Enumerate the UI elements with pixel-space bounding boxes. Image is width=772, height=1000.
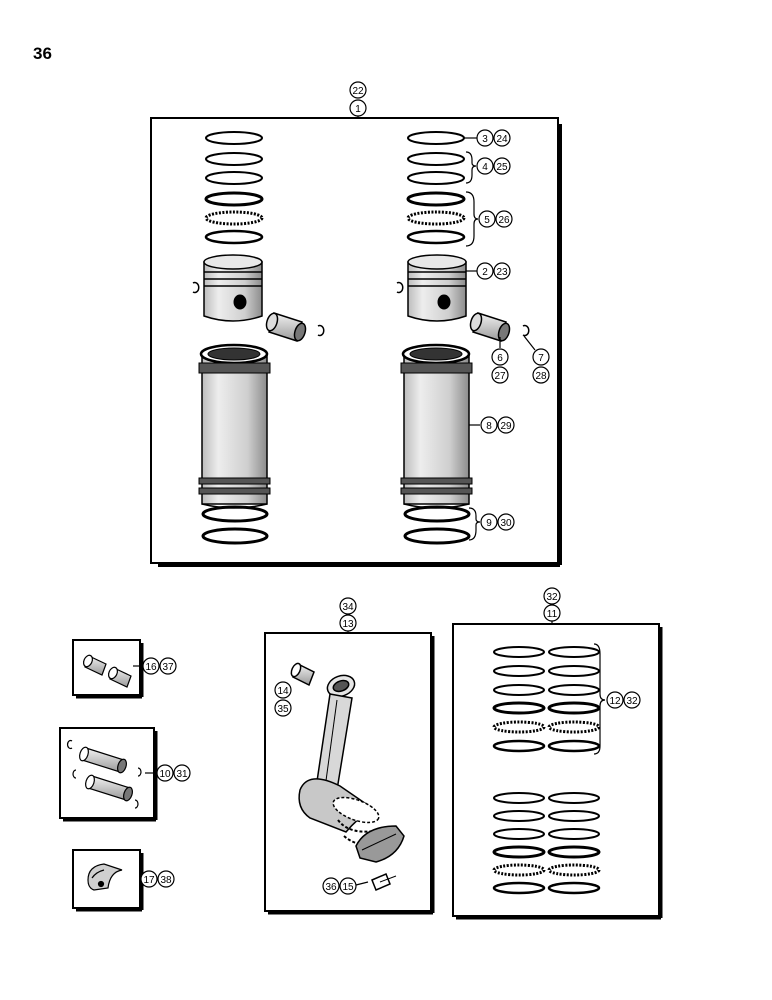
callout-32-top: 32 [546,592,558,603]
connecting-rod [290,662,405,891]
callout-2: 2 [482,267,488,278]
left-piston [192,254,263,322]
callout-37: 37 [162,662,174,673]
ring-set-brace [593,643,606,755]
bearing-box [72,849,144,912]
callout-32-side: 32 [626,696,638,707]
callout-30: 30 [500,518,512,529]
callout-28: 28 [535,371,547,382]
left-piston-rings [204,131,264,245]
right-cylinder-sleeve [400,343,473,509]
callouts: 22 1 3 24 4 25 5 26 2 23 6 27 7 28 8 29 … [140,81,641,895]
right-piston-rings [406,131,466,245]
pin-kit-box [59,727,158,822]
right-piston [396,254,467,322]
callout-36: 36 [325,882,337,893]
right-piston-pin [469,312,530,342]
callout-23: 23 [496,267,508,278]
sleeve-seal-rings [201,505,471,545]
callout-13: 13 [342,619,354,630]
callout-17: 17 [143,875,155,886]
callout-8: 8 [486,421,492,432]
page-number: 36 [33,44,52,63]
left-piston-pin [265,312,325,342]
bushing-box [72,639,144,699]
left-cylinder-sleeve [198,343,271,509]
ring-set-rings [492,646,601,895]
callout-3: 3 [482,134,488,145]
callout-25: 25 [496,162,508,173]
callout-31: 31 [176,769,188,780]
callout-34: 34 [342,602,354,613]
callout-4: 4 [482,162,488,173]
callout-16: 16 [145,662,157,673]
callout-38: 38 [160,875,172,886]
callout-11: 11 [547,609,558,620]
callout-7: 7 [538,353,544,364]
callout-6: 6 [497,353,503,364]
callout-10: 10 [159,769,171,780]
callout-5: 5 [484,215,490,226]
callout-1: 1 [355,104,361,115]
callout-24: 24 [496,134,508,145]
callout-14: 14 [277,686,289,697]
connecting-rod-box [264,626,435,915]
callout-27: 27 [494,371,506,382]
callout-15: 15 [342,882,354,893]
callout-9: 9 [486,518,492,529]
callout-12: 12 [609,696,621,707]
callout-26: 26 [498,215,510,226]
callout-35: 35 [277,704,289,715]
callout-22: 22 [352,86,364,97]
callout-29: 29 [500,421,512,432]
